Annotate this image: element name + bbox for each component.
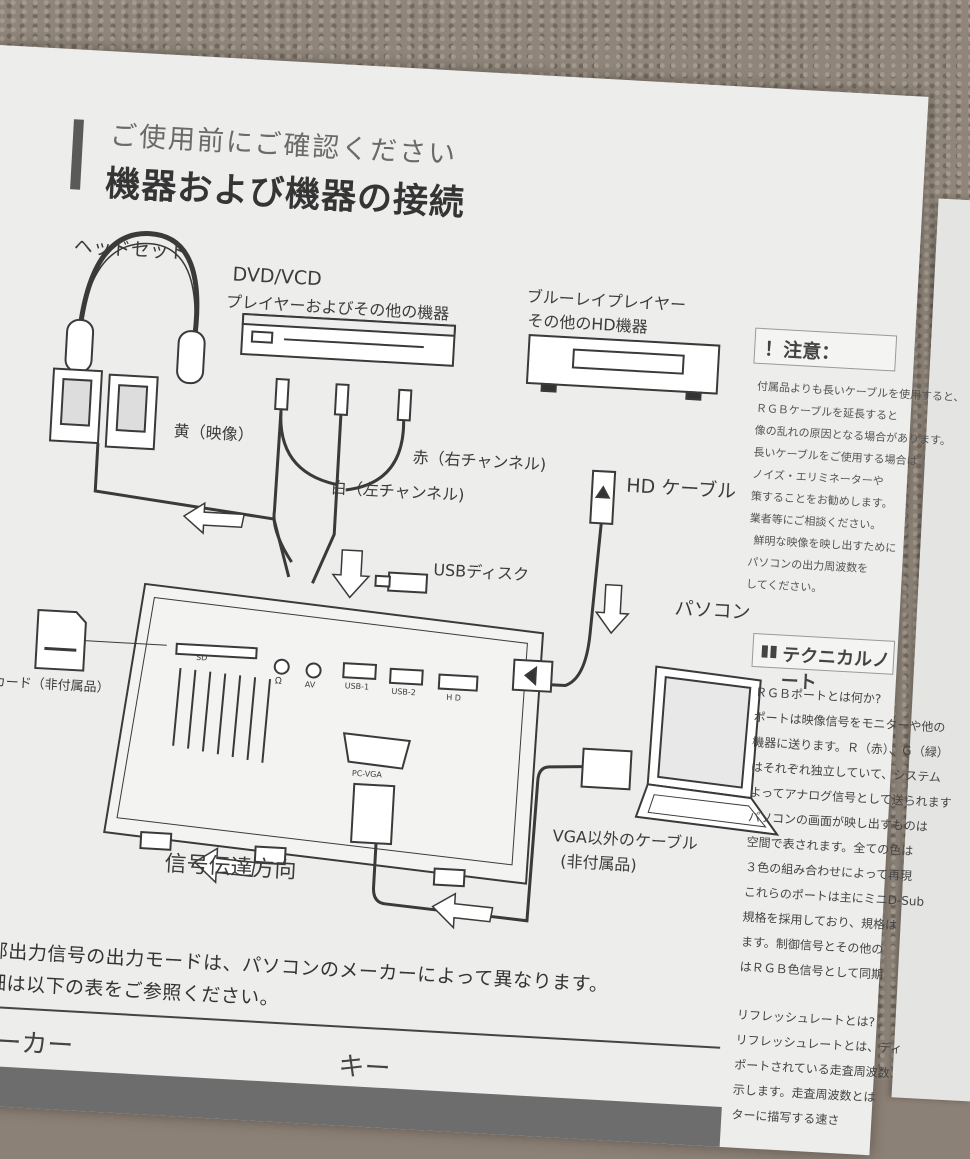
- port-sd: SD: [195, 652, 208, 663]
- port-pc-vga: PC-VGA: [351, 768, 383, 780]
- bluray-player-icon: [525, 333, 721, 401]
- dvd-player-icon: [240, 312, 457, 367]
- vga-cable: [350, 747, 633, 923]
- port-usb2: USB-2: [391, 686, 417, 698]
- book-icon: ▮▮: [759, 640, 779, 661]
- manual-page: ご使用前にご確認ください 機器および機器の接続: [0, 45, 965, 1156]
- port-av: AV: [304, 680, 316, 690]
- table-header-maker: メーカー: [0, 1025, 75, 1062]
- usb-stick-icon: [374, 571, 429, 594]
- hd-cable: [511, 469, 617, 693]
- refresh-line: ポートされている走査周波数: [733, 1057, 891, 1081]
- port-usb1: USB-1: [344, 681, 370, 692]
- projector-body: [103, 582, 545, 888]
- port-hd: H D: [446, 692, 462, 703]
- signal-arrows: [182, 501, 630, 930]
- speaker-cable: [93, 443, 291, 578]
- connection-diagram: [34, 231, 780, 930]
- port-headphone: Ω: [274, 676, 283, 687]
- table-header-key: キー: [337, 1051, 392, 1085]
- refresh-line: ターに描写する速さ: [731, 1107, 840, 1128]
- caution-title: ！注意：: [763, 338, 841, 365]
- speaker-icon: [48, 367, 159, 451]
- headset-icon: [64, 231, 206, 385]
- refresh-line: 示します。走査周波数とは: [732, 1082, 876, 1105]
- table-top-rule: [0, 1004, 721, 1049]
- label-pc: パソコン: [673, 597, 752, 624]
- label-yellow-video: 黄（映像）: [173, 421, 255, 445]
- laptop-icon: [634, 665, 780, 836]
- refresh-line: リフレッシュレートとは?: [736, 1007, 876, 1030]
- label-vga-cable-line2: (非付属品): [559, 851, 638, 875]
- sd-card-icon: [34, 608, 167, 672]
